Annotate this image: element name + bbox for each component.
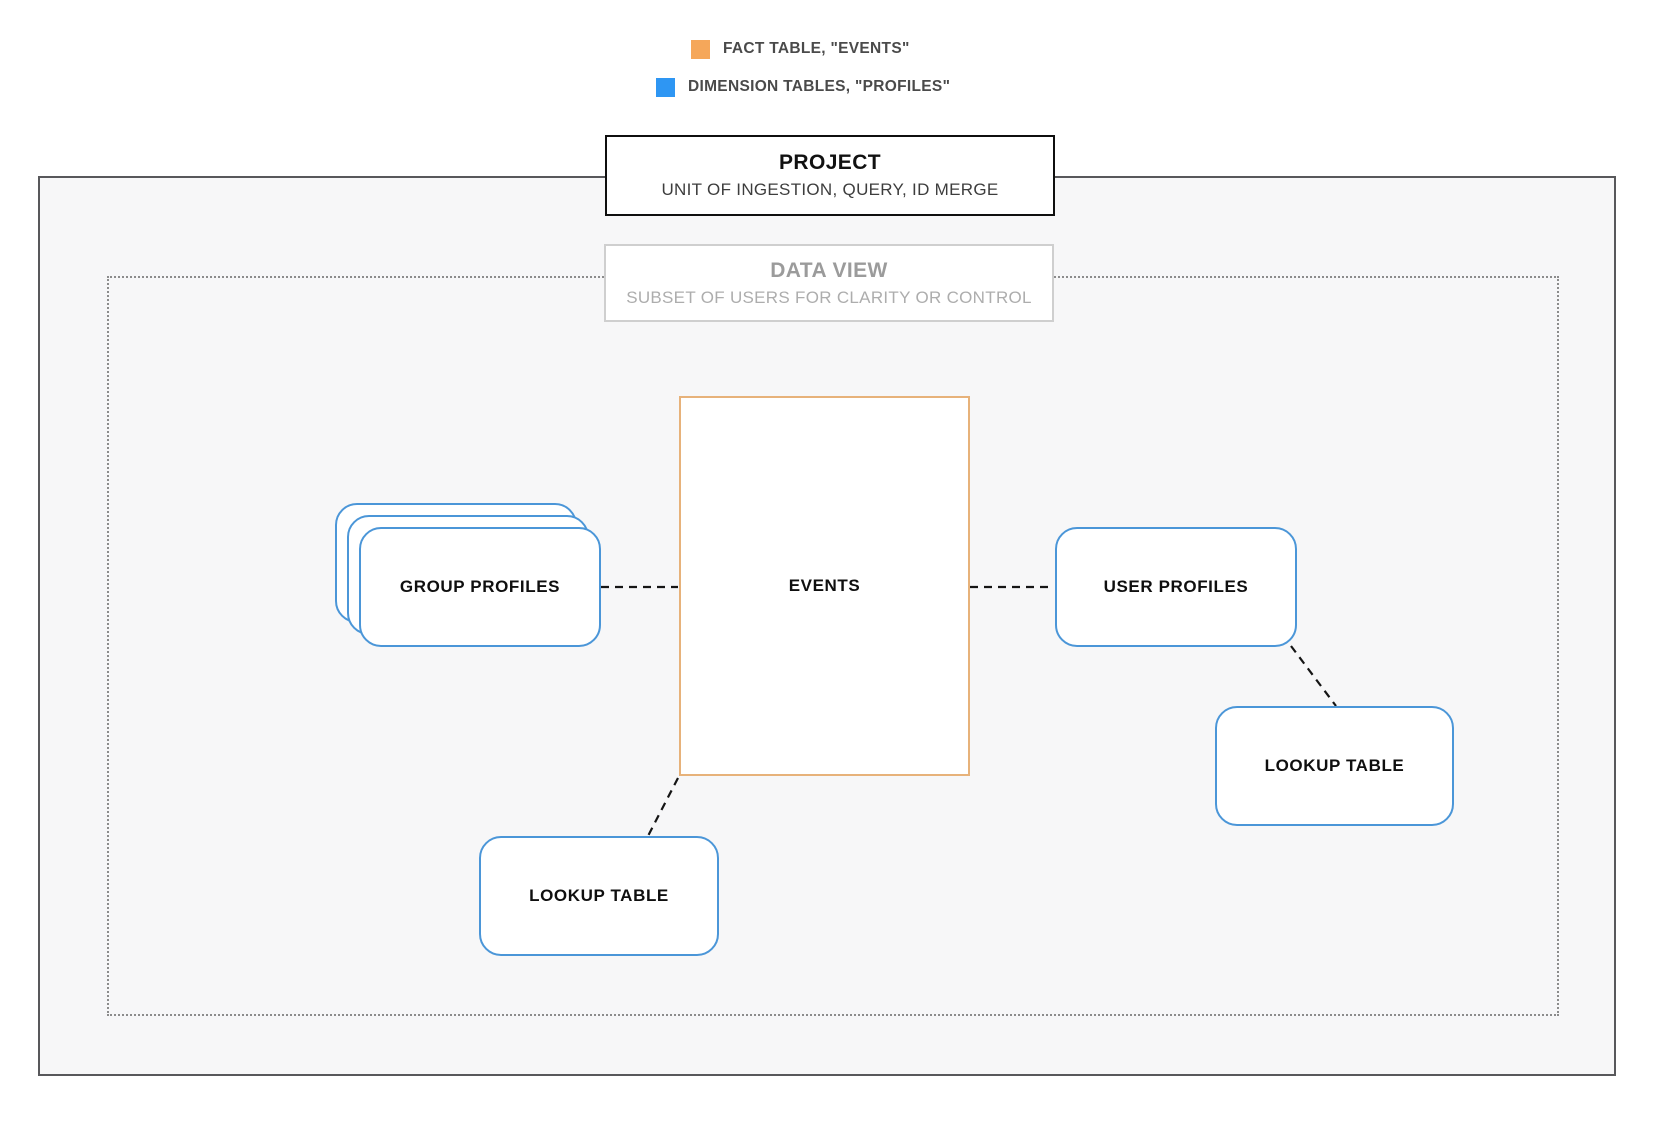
user-profiles-node-label: USER PROFILES	[1103, 577, 1249, 596]
data-view-title: DATA VIEW	[770, 258, 888, 282]
lookup-table-bottom-node: LOOKUP TABLE	[479, 836, 719, 956]
events-node-label: EVENTS	[788, 576, 861, 595]
legend-item-fact: FACT TABLE, "EVENTS"	[691, 39, 910, 59]
legend-dimension-label: DIMENSION TABLES, "PROFILES"	[688, 78, 951, 95]
lookup-table-bottom-node-label: LOOKUP TABLE	[529, 886, 669, 905]
group-profiles-node-label: GROUP PROFILES	[399, 577, 561, 596]
lookup-table-right-node-label: LOOKUP TABLE	[1264, 756, 1405, 775]
dimension-table-swatch-icon	[656, 77, 675, 97]
user-profiles-node: USER PROFILES	[1055, 527, 1297, 647]
legend-fact-label: FACT TABLE, "EVENTS"	[723, 40, 910, 57]
project-title-box: PROJECT UNIT OF INGESTION, QUERY, ID MER…	[605, 135, 1055, 216]
events-node: EVENTS	[679, 396, 970, 776]
lookup-table-right-node: LOOKUP TABLE	[1215, 706, 1454, 826]
data-view-title-box: DATA VIEW SUBSET OF USERS FOR CLARITY OR…	[604, 244, 1054, 322]
legend-item-dimension: DIMENSION TABLES, "PROFILES"	[656, 77, 950, 97]
project-title: PROJECT	[779, 151, 881, 174]
project-subtitle: UNIT OF INGESTION, QUERY, ID MERGE	[661, 180, 999, 199]
group-profiles-node: GROUP PROFILES	[359, 527, 601, 647]
data-view-subtitle: SUBSET OF USERS FOR CLARITY OR CONTROL	[626, 287, 1032, 307]
fact-table-swatch-icon	[691, 39, 710, 59]
